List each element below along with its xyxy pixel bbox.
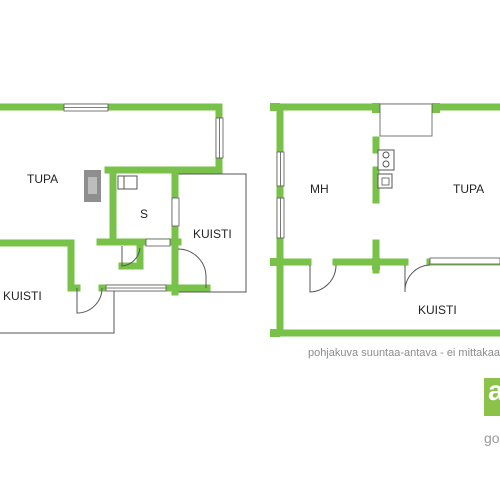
right-wall-caps	[270, 103, 440, 337]
room-label-kuisti-right: KUISTI	[193, 227, 232, 241]
brand-logo-letter: a	[488, 375, 500, 406]
left-windows	[63, 103, 224, 292]
kuisti-right-outline	[178, 173, 247, 293]
room-label-tupa-left: TUPA	[27, 172, 58, 186]
room-label-kuisti-right-building: KUISTI	[418, 303, 457, 317]
left-building: TUPA S KUISTI KUISTI	[0, 103, 247, 334]
right-walls	[276, 103, 500, 337]
right-building: MH TUPA KUISTI	[270, 103, 500, 337]
stove-icon	[84, 170, 101, 202]
room-label-kuisti-bottom: KUISTI	[3, 289, 42, 303]
disclaimer-caption: pohjakuva suuntaa-antava - ei mittakaava	[308, 347, 500, 359]
brand-logo	[484, 378, 500, 416]
room-label-tupa-right: TUPA	[453, 182, 484, 196]
right-doors	[309, 264, 431, 293]
kuisti-bottom-outline	[0, 290, 115, 334]
brand-name: go	[484, 430, 500, 446]
sink-icon	[377, 173, 393, 189]
cooktop-icon	[377, 149, 395, 171]
counter-icon	[117, 175, 138, 190]
right-windows	[276, 103, 500, 265]
left-doors	[76, 246, 207, 314]
room-label-mh: MH	[310, 182, 329, 196]
room-label-s: S	[140, 207, 148, 221]
left-walls	[0, 103, 223, 296]
